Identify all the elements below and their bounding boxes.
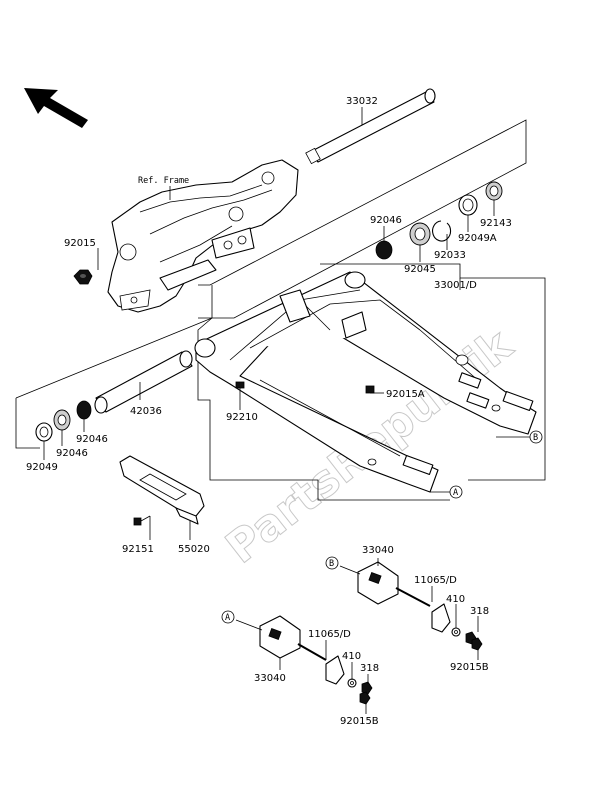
screw-92151 bbox=[133, 515, 151, 526]
label-33040-top: 33040 bbox=[362, 545, 394, 556]
svg-text:B: B bbox=[329, 559, 334, 569]
nut-318-bottom bbox=[361, 681, 373, 695]
collar-42036 bbox=[94, 350, 193, 414]
label-318-top: 318 bbox=[470, 606, 489, 617]
bolt-92210 bbox=[235, 381, 245, 398]
chain-adjuster-b bbox=[357, 561, 431, 607]
chain-guard-55020 bbox=[119, 455, 205, 525]
frame-reference-drawing bbox=[107, 159, 299, 313]
svg-text:A: A bbox=[453, 488, 458, 498]
label-92049: 92049 bbox=[26, 462, 58, 473]
label-55020: 55020 bbox=[178, 544, 210, 555]
collar-92049A bbox=[458, 194, 478, 216]
left-collar-group-box bbox=[15, 317, 213, 449]
nut-92015 bbox=[73, 269, 93, 285]
label-33032: 33032 bbox=[346, 96, 378, 107]
svg-text:B: B bbox=[533, 433, 538, 443]
pivot-shaft bbox=[305, 88, 436, 165]
swingarm-group-box bbox=[197, 263, 546, 501]
label-ref-frame: Ref. Frame bbox=[138, 176, 189, 186]
nut-92015B-top bbox=[471, 637, 483, 651]
label-410-bottom: 410 bbox=[342, 651, 361, 662]
bearing-92046-top bbox=[375, 240, 393, 260]
label-92046-a: 92046 bbox=[56, 448, 88, 459]
label-11065D-top: 11065/D bbox=[414, 575, 457, 586]
label-42036: 42036 bbox=[130, 406, 162, 417]
bearing-92046-left-a bbox=[53, 409, 71, 431]
label-92046-b: 92046 bbox=[76, 434, 108, 445]
chain-adjuster-a bbox=[259, 615, 327, 661]
label-92045: 92045 bbox=[404, 264, 436, 275]
label-92033: 92033 bbox=[434, 250, 466, 261]
callout-b-adjuster: B bbox=[325, 556, 339, 570]
label-92015: 92015 bbox=[64, 238, 96, 249]
front-direction-arrow-icon bbox=[24, 88, 88, 128]
circlip-92033 bbox=[432, 220, 452, 242]
label-11065D-bottom: 11065/D bbox=[308, 629, 351, 640]
label-92015B-top: 92015B bbox=[450, 662, 489, 673]
nut-92015B-bottom bbox=[359, 691, 371, 705]
label-92210: 92210 bbox=[226, 412, 258, 423]
label-33001D: 33001/D bbox=[434, 280, 477, 291]
bearing-92045 bbox=[409, 222, 431, 246]
washer-410-bottom bbox=[347, 678, 357, 688]
callout-b-right: B bbox=[529, 430, 543, 444]
leader-lines bbox=[43, 107, 530, 714]
collar-92049 bbox=[35, 422, 53, 442]
adjuster-cap-11065D-bottom bbox=[325, 655, 345, 685]
label-410-top: 410 bbox=[446, 594, 465, 605]
callout-a-adjuster: A bbox=[221, 610, 235, 624]
swingarm bbox=[194, 271, 537, 493]
label-318-bottom: 318 bbox=[360, 663, 379, 674]
label-92015B-bottom: 92015B bbox=[340, 716, 379, 727]
pivot-shaft-group-box bbox=[198, 119, 527, 319]
label-92015A: 92015A bbox=[386, 389, 425, 400]
nut-92015A bbox=[365, 385, 375, 394]
label-92049A: 92049A bbox=[458, 233, 497, 244]
svg-text:A: A bbox=[225, 613, 230, 623]
adjuster-cap-11065D-top bbox=[431, 603, 451, 633]
label-92143: 92143 bbox=[480, 218, 512, 229]
washer-410-top bbox=[451, 627, 461, 637]
label-92151: 92151 bbox=[122, 544, 154, 555]
label-33040-bottom: 33040 bbox=[254, 673, 286, 684]
cap-92143 bbox=[485, 181, 503, 201]
label-92046-top: 92046 bbox=[370, 215, 402, 226]
callout-a-right: A bbox=[449, 485, 463, 499]
bearing-92046-left-b bbox=[76, 400, 92, 420]
